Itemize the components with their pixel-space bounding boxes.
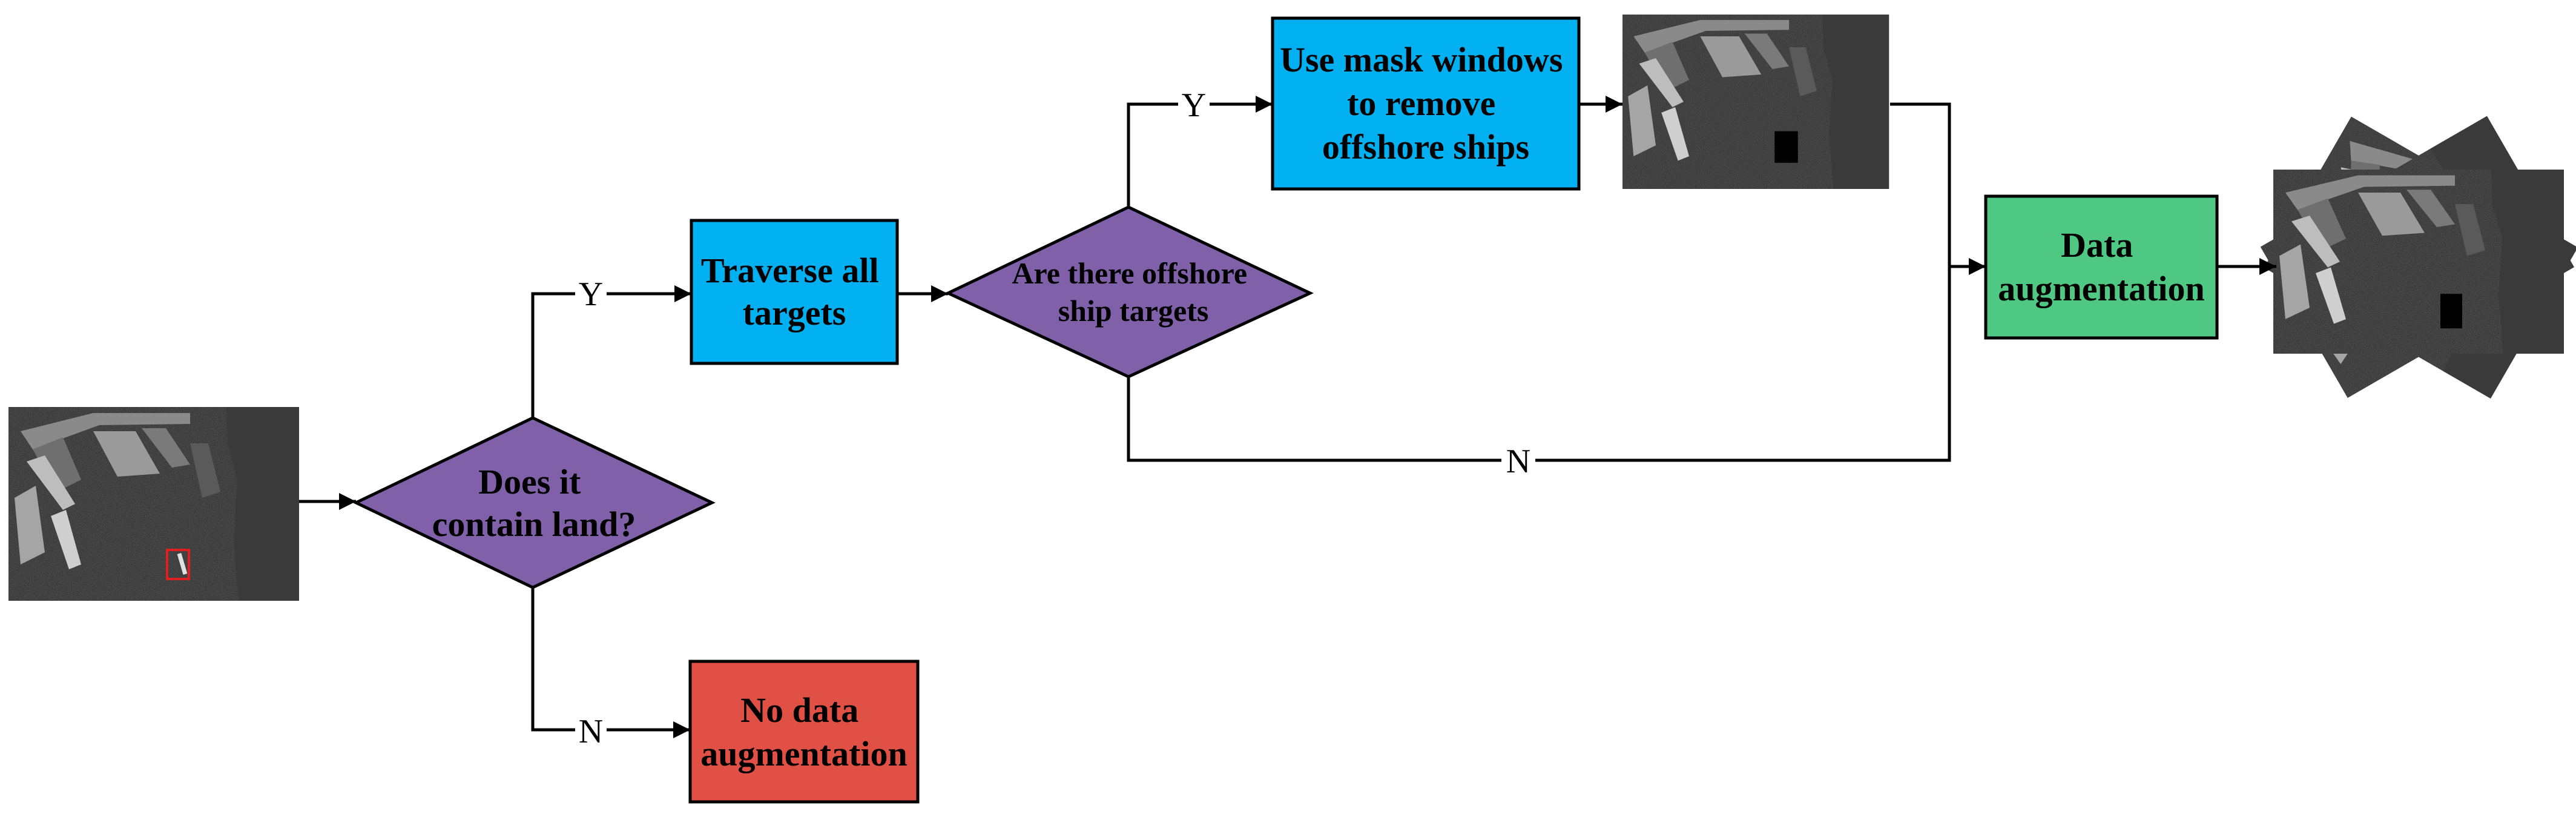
edge-label-offshore-no: N (1506, 443, 1530, 480)
mask-window (1774, 131, 1798, 163)
process-data-augmentation: Data augmentation (1984, 194, 2219, 340)
connectors (299, 96, 2276, 738)
process-traverse-targets: Traverse all targets (690, 219, 899, 365)
sar-augmented-stack (2261, 116, 2576, 399)
edge-label-land-yes: Y (579, 276, 603, 313)
process-mask-windows-label: Use mask windows to remove offshore ship… (1280, 40, 1572, 167)
process-no-augmentation-label: No data augmentation (700, 690, 908, 773)
ship-target (177, 553, 188, 575)
ship-bounding-box (166, 549, 190, 580)
process-mask-windows: Use mask windows to remove offshore ship… (1271, 16, 1581, 191)
sar-input-image (8, 407, 299, 601)
decision-contains-land-label: Does it contain land? (432, 462, 636, 544)
decision-offshore-ships: Are there offshore ship targets (944, 205, 1314, 379)
process-traverse-targets-label: Traverse all targets (701, 251, 888, 332)
edge-labels: Y N Y N (575, 86, 1535, 750)
decision-offshore-ships-label: Are there offshore ship targets (1012, 256, 1254, 328)
process-no-augmentation: No data augmentation (688, 660, 920, 804)
edge-label-land-no: N (579, 713, 603, 750)
process-data-augmentation-label: Data augmentation (1998, 225, 2205, 308)
edge-label-offshore-yes: Y (1182, 87, 1206, 124)
decision-contains-land: Does it contain land? (352, 416, 716, 589)
sar-masked-image (1622, 15, 1889, 189)
